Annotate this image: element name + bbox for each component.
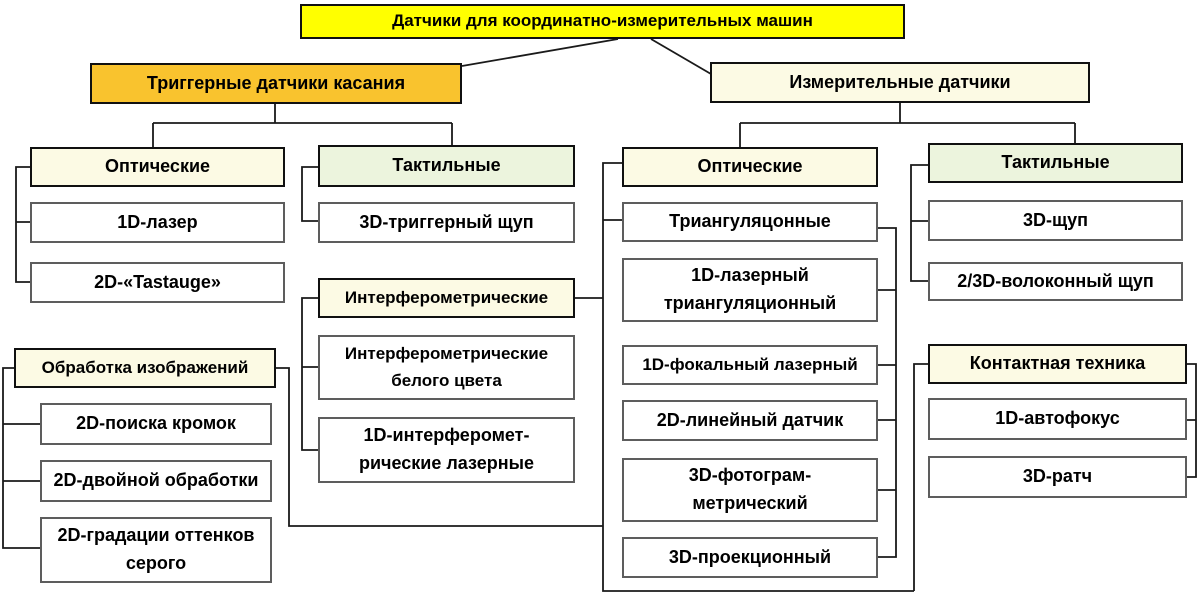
node-right-optical-header: Оптические [622, 147, 878, 187]
node-2-3d-fiber-probe: 2/3D-волоконный щуп [928, 262, 1183, 301]
node-3d-trigger-probe: 3D-триггерный щуп [318, 202, 575, 243]
node-1d-autofocus: 1D-автофокус [928, 398, 1187, 440]
node-branch-trigger: Триггерные датчики касания [90, 63, 462, 104]
node-1d-interferometric-laser: 1D-интерферомет- рические лазерные [318, 417, 575, 483]
node-interferometric-white-light: Интерферометрические белого цвета [318, 335, 575, 400]
node-root-title: Датчики для координатно-измерительных ма… [300, 4, 905, 39]
node-1d-focal-laser: 1D-фокальный лазерный [622, 345, 878, 385]
node-triangulation: Триангуляцонные [622, 202, 878, 242]
node-interferometric-header: Интерферометрические [318, 278, 575, 318]
node-image-processing-header: Обработка изображений [14, 348, 276, 388]
node-contact-technique-header: Контактная техника [928, 344, 1187, 384]
node-branch-measuring: Измерительные датчики [710, 62, 1090, 103]
node-2d-tastauge: 2D-«Tastauge» [30, 262, 285, 303]
node-3d-projection: 3D-проекционный [622, 537, 878, 578]
node-right-tactile-header: Тактильные [928, 143, 1183, 183]
node-2d-grayscale: 2D-градации оттенков серого [40, 517, 272, 583]
node-left-tactile-header: Тактильные [318, 145, 575, 187]
node-2d-double-processing: 2D-двойной обработки [40, 460, 272, 502]
node-1d-laser-triangulation: 1D-лазерный триангуляционный [622, 258, 878, 322]
node-left-optical-header: Оптические [30, 147, 285, 187]
node-3d-ratch: 3D-ратч [928, 456, 1187, 498]
node-2d-line-sensor: 2D-линейный датчик [622, 400, 878, 441]
node-2d-edge-search: 2D-поиска кромок [40, 403, 272, 445]
node-3d-probe: 3D-щуп [928, 200, 1183, 241]
node-3d-photogrammetric: 3D-фотограм- метрический [622, 458, 878, 522]
node-1d-laser: 1D-лазер [30, 202, 285, 243]
